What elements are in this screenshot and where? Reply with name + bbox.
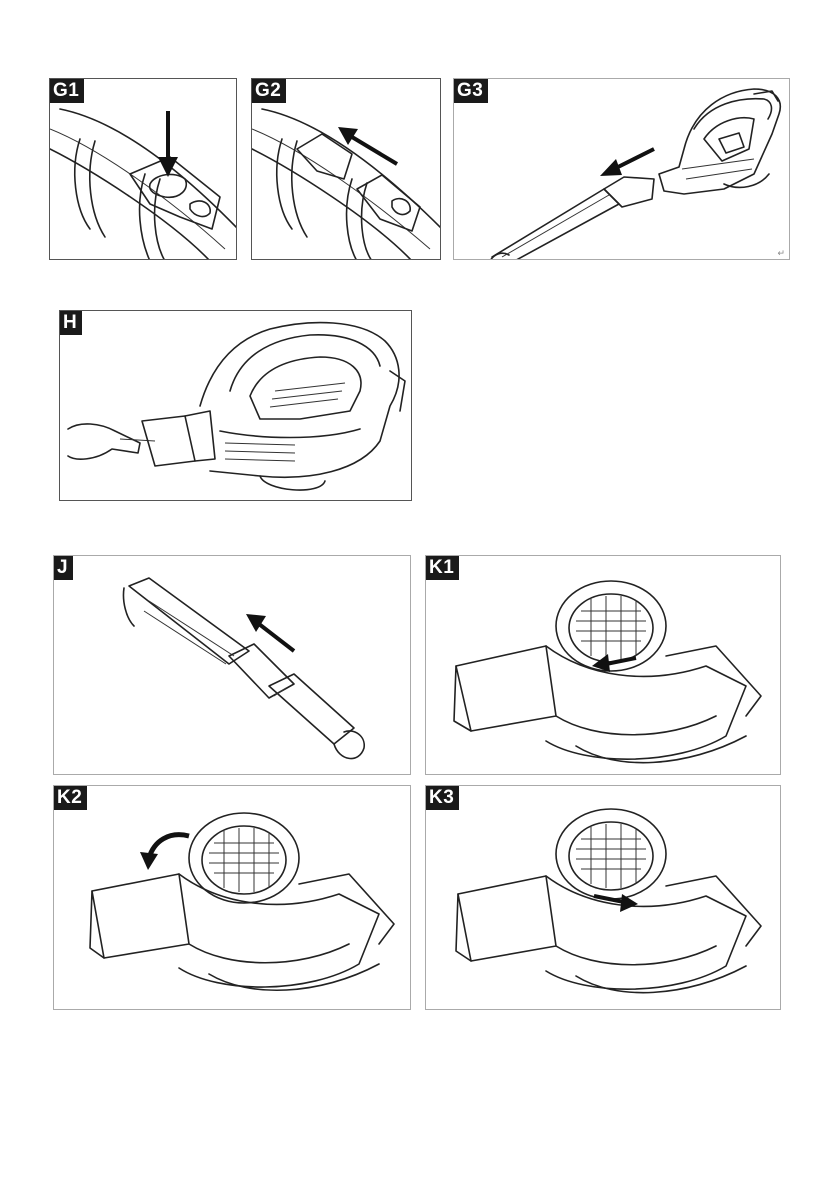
illustration-vacuum-tube-assembly <box>54 556 411 775</box>
figure-label-g3: G3 <box>454 79 488 103</box>
figure-label-g1: G1 <box>50 79 84 103</box>
figure-g2: G2 <box>251 78 441 260</box>
illustration-blower-cleaning <box>60 311 412 501</box>
illustration-vacuum-step-3 <box>426 786 781 1010</box>
figure-g1: G1 <box>49 78 237 260</box>
illustration-blower-tube-attach <box>454 79 790 260</box>
figure-label-k3: K3 <box>426 786 459 810</box>
illustration-vacuum-step-2 <box>54 786 411 1010</box>
figure-h: H <box>59 310 412 501</box>
illustration-tube-slide <box>252 79 441 260</box>
figure-g3: G3 ↵ <box>453 78 790 260</box>
corner-mark: ↵ <box>777 248 785 259</box>
figure-label-h: H <box>60 311 82 335</box>
figure-j: J <box>53 555 411 775</box>
figure-label-j: J <box>54 556 73 580</box>
arrow-icon <box>338 127 397 164</box>
illustration-tube-clip-press <box>50 79 237 260</box>
arrow-icon <box>246 614 294 651</box>
arrow-icon <box>158 111 178 177</box>
figure-k2: K2 <box>53 785 411 1010</box>
arrow-icon <box>600 149 654 176</box>
figure-label-g2: G2 <box>252 79 286 103</box>
figure-k1: K1 <box>425 555 781 775</box>
figure-label-k1: K1 <box>426 556 459 580</box>
figure-label-k2: K2 <box>54 786 87 810</box>
curved-arrow-icon <box>140 835 189 870</box>
figure-k3: K3 <box>425 785 781 1010</box>
illustration-vacuum-step-1 <box>426 556 781 775</box>
